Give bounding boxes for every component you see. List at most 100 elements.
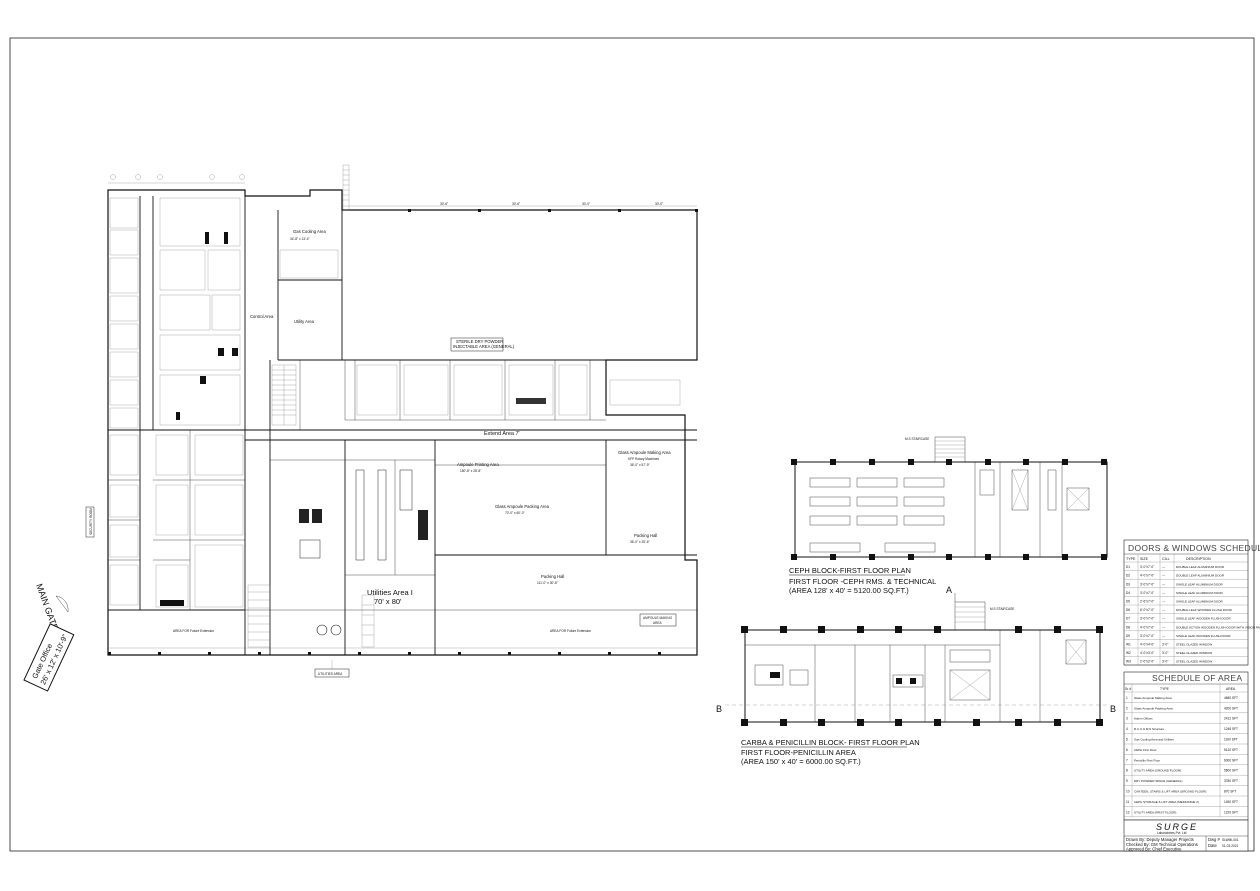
area-cell: 10 — [1126, 790, 1130, 794]
doors-cell: STEEL GLAZED WINDOW — [1176, 651, 1212, 655]
sheet-border — [9, 37, 1255, 852]
area-cell: 5120 SFT — [1224, 748, 1238, 752]
doors-cell: D2 — [1126, 574, 1130, 578]
label-glass-ampoule-packing-size: 70'-0" x 60'-0" — [505, 511, 525, 515]
doors-cell: D4 — [1126, 591, 1130, 595]
doors-cell: 4'-0"x3'-0" — [1140, 651, 1154, 655]
area-cell: 12 — [1126, 810, 1130, 814]
label-ampoule-printing: Ampoule Printing Area — [457, 462, 499, 467]
area-cell: 11 — [1126, 800, 1130, 804]
doors-cell: 4'-0"x7'-0" — [1140, 574, 1154, 578]
doors-cell: SINGLE LEAF WOODEN FLUSH DOOR — [1176, 634, 1231, 638]
doors-cell: 3'-0" — [1162, 660, 1168, 664]
doors-cell: SINGLE LEAF ALUMINIUM DOOR — [1176, 582, 1224, 586]
drawn-by: Drawn By: Deputy Manager Projects — [1126, 837, 1194, 842]
area-cell: 4680 SFT — [1224, 696, 1238, 700]
label-sterile-corridor-1: STERILE DRY POWDER — [456, 339, 503, 344]
doors-row: D2 4'-0"x7'-0" --- DOUBLE LEAF ALUMINIUM DO… — [1126, 574, 1225, 578]
ceph-staircase-label: M.S STAIRCASE — [905, 437, 929, 441]
label-glass-ampoule-packing: Glass Ampoule Packing Area — [495, 504, 550, 509]
area-cell: 1450 SFT — [1224, 800, 1238, 804]
doors-header-size: SIZE — [1140, 557, 1149, 561]
doors-cell: D8 — [1126, 625, 1130, 629]
section-b-left: B — [716, 704, 722, 714]
area-cell: 8 — [1126, 769, 1128, 773]
section-a: A — [946, 585, 952, 595]
doors-cell: --- — [1162, 600, 1165, 604]
area-cell: 7 — [1126, 758, 1128, 762]
doors-cell: --- — [1162, 565, 1165, 569]
label-future-ext-left: AREA FOR Future Extension — [173, 629, 214, 633]
label-packing-hall-size: 111'-0" x 30'-8" — [537, 581, 558, 585]
area-cell: 9 — [1126, 779, 1128, 783]
doors-cell: W3 — [1126, 660, 1131, 664]
label-future-ext-right: AREA FOR Future Extension — [550, 629, 591, 633]
label-utilities-area: Utilities Area I — [367, 588, 413, 597]
doors-cell: DOUBLE LEAF WOODEN FLUSH DOOR — [1176, 608, 1233, 612]
ceph-area: (AREA 128' x 40' = 5120.00 SQ.FT.) — [789, 586, 909, 595]
label-extend-area: Extend Area 7' — [484, 431, 520, 437]
area-cell: UTILITY AREA (GROUND FLOOR) — [1134, 769, 1181, 773]
area-cell: 1248 SFT — [1224, 727, 1238, 731]
doors-cell: SINGLE LEAF WOODEN FLUSH DOOR — [1176, 617, 1231, 621]
dim-top-3: 30'-0" — [582, 202, 590, 206]
doors-cell: 4'-0"x4'-0" — [1140, 643, 1154, 647]
label-utilities-size: 70' x 80' — [374, 597, 402, 606]
area-cell: Glass Ampoule Making Area — [1134, 696, 1172, 700]
label-security-room: SECURITY ROOM — [89, 508, 93, 535]
area-cell: 1220 SFT — [1224, 810, 1238, 814]
area-row: 10 CANTEEN, STAIRS & LIFT AREA (GROUND FL… — [1126, 790, 1236, 794]
area-cell: Admin Offices — [1134, 717, 1153, 721]
area-cell: CANTEEN, STAIRS & LIFT AREA (GROUND FLOO… — [1134, 790, 1206, 794]
label-utility-area: Utility Area — [294, 319, 315, 324]
area-cell: 3780 SFT — [1224, 779, 1238, 783]
area-cell: Penicillin First Floor — [1134, 758, 1160, 762]
doors-cell: DOUBLE LEAF ALUMINIUM DOOR — [1176, 565, 1225, 569]
doors-cell: 2'-6"x7'-0" — [1140, 600, 1154, 604]
doors-cell: 3'-0"x7'-0" — [1140, 617, 1154, 621]
doors-cell: --- — [1162, 608, 1165, 612]
area-schedule-title: SCHEDULE OF AREA — [1152, 673, 1242, 683]
doors-cell: --- — [1162, 625, 1165, 629]
gate-office: MAIN GATE Gate Office 26' x 12' x 10'-9" — [23, 582, 75, 692]
doors-cell: W2 — [1126, 651, 1131, 655]
carba-area: (AREA 150' x 40' = 6000.00 SQ.FT.) — [741, 757, 861, 766]
label-sterile-corridor-2: INJECTABLE AREA (GENERAL) — [453, 344, 515, 349]
carba-subtitle: FIRST FLOOR-PENICILLIN AREA — [741, 748, 856, 757]
doors-cell: --- — [1162, 574, 1165, 578]
doors-cell: D9 — [1126, 634, 1130, 638]
area-cell: 6 — [1126, 748, 1128, 752]
dim-top-4: 30'-0" — [655, 202, 663, 206]
area-cell: Glass Ampoule Packing Area — [1134, 706, 1173, 710]
doors-cell: DOUBLE LEAF ALUMINIUM DOOR — [1176, 574, 1225, 578]
area-cell: CEPH STORAGE & LIFT AREA (MEZZANINE 2) — [1134, 800, 1199, 804]
doors-cell: 3'-0"x7'-0" — [1140, 634, 1154, 638]
dim-top-1: 30'-6" — [440, 202, 448, 206]
doors-cell: D3 — [1126, 582, 1130, 586]
label-packing-hall: Packing Hall — [541, 574, 564, 579]
label-main-gate: MAIN GATE — [34, 582, 60, 631]
area-cell: 1160 SFT — [1224, 738, 1238, 742]
section-b-right: B — [1110, 704, 1116, 714]
ceph-block-plan: M.S STAIRCASE CE — [789, 436, 1108, 595]
doors-cell: D6 — [1126, 608, 1130, 612]
area-cell: 5 — [1126, 738, 1128, 742]
label-packing-hall-small-size: 36'-0" x 25'-6" — [630, 540, 650, 544]
label-gas-cooling-size: 34'-8" x 13'-4" — [290, 237, 310, 241]
tag-ampoule-making-1: AMPOULE MAKING — [643, 616, 673, 620]
carba-title: CARBA & PENICILLIN BLOCK- FIRST FLOOR PL… — [741, 738, 920, 747]
